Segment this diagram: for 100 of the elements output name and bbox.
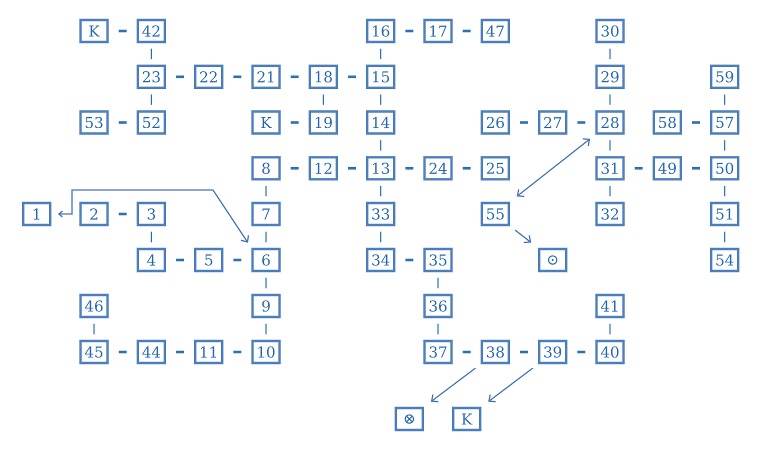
connector (462, 167, 471, 170)
connector (380, 140, 382, 151)
connector (265, 232, 267, 242)
label-box: 19 (308, 110, 338, 135)
connector (176, 350, 184, 354)
arrow (514, 230, 532, 244)
label-box: 13 (366, 156, 396, 180)
connector (634, 167, 643, 170)
connector (290, 121, 299, 124)
label-box: 36 (423, 294, 453, 318)
label-box: 17 (423, 18, 453, 44)
arrow (488, 368, 534, 402)
double-arrow (58, 189, 250, 243)
connector (405, 30, 414, 32)
label-box: 51 (710, 202, 740, 226)
connector (609, 186, 611, 196)
label-box: K (251, 110, 281, 135)
label-box: 49 (652, 156, 682, 180)
label-box: 52 (136, 110, 166, 135)
label-box: 59 (710, 64, 740, 89)
label-box: 12 (308, 156, 338, 180)
label-box: 40 (595, 340, 625, 364)
label-box: 16 (366, 18, 396, 44)
label-box: 53 (79, 110, 109, 135)
label-box: 33 (366, 202, 396, 226)
label-box: 57 (710, 110, 740, 135)
connector (692, 121, 700, 124)
label-box: 11 (194, 340, 224, 364)
connector (380, 94, 382, 105)
connector (265, 324, 267, 334)
label-box: 46 (79, 294, 109, 318)
label-box: 30 (595, 18, 625, 44)
label-box: 3 (136, 202, 166, 226)
label-box: 15 (366, 64, 396, 89)
label-box: 18 (308, 64, 338, 89)
connector (380, 232, 382, 242)
label-box: 14 (366, 110, 396, 135)
label-box: 28 (595, 110, 625, 135)
label-box: 1 (22, 202, 52, 226)
connector (380, 186, 382, 196)
label-box: 5 (194, 248, 224, 272)
connector (609, 48, 611, 60)
connector (322, 94, 324, 105)
arrow (430, 368, 476, 402)
connector (118, 30, 127, 32)
connector (118, 121, 127, 124)
label-box: 41 (595, 294, 625, 318)
label-box: 8 (251, 156, 281, 180)
connector (150, 94, 152, 105)
connector (348, 167, 356, 170)
connector (520, 350, 528, 354)
connector (150, 232, 152, 242)
label-box: 50 (710, 156, 740, 180)
label-box: 7 (251, 202, 281, 226)
connector (118, 350, 127, 354)
connector (290, 167, 299, 170)
connector (150, 48, 152, 60)
connector (176, 76, 184, 78)
connector (609, 140, 611, 151)
label-box: 29 (595, 64, 625, 89)
label-box: 22 (194, 64, 224, 89)
label-box: 31 (595, 156, 625, 180)
label-box: 2 (79, 202, 109, 226)
label-box: 27 (538, 110, 568, 135)
connector (176, 258, 184, 262)
connector (724, 94, 726, 105)
connector (265, 186, 267, 196)
label-box: 45 (79, 340, 109, 364)
connector (724, 232, 726, 242)
label-box: ⊙ (538, 248, 568, 272)
connector (724, 140, 726, 151)
label-box: 23 (136, 64, 166, 89)
label-box: 24 (423, 156, 453, 180)
label-box: ⊗ (394, 406, 424, 432)
connector (290, 76, 299, 78)
connector (437, 278, 439, 288)
connector (577, 350, 586, 354)
connector (265, 278, 267, 288)
label-box: 25 (480, 156, 510, 180)
connector (233, 76, 242, 78)
connector (577, 121, 586, 124)
label-box: 4 (136, 248, 166, 272)
label-box: 54 (710, 248, 740, 272)
connector (348, 76, 356, 78)
connector (93, 324, 95, 334)
connector (609, 94, 611, 105)
label-box: 37 (423, 340, 453, 364)
label-box: 58 (652, 110, 682, 135)
connector (609, 324, 611, 334)
connector (692, 167, 700, 170)
label-box: 10 (251, 340, 281, 364)
connector (462, 30, 471, 32)
connector (405, 258, 414, 262)
label-box: 9 (251, 294, 281, 318)
connector (724, 186, 726, 196)
label-box: 32 (595, 202, 625, 226)
connector (520, 121, 528, 124)
connector (233, 258, 242, 262)
label-box: 38 (480, 340, 510, 364)
label-box: 47 (480, 18, 510, 44)
